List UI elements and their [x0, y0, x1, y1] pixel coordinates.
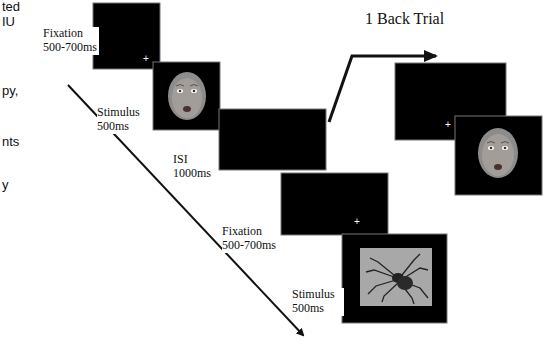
face-image	[478, 128, 518, 178]
fixation-screen	[93, 3, 160, 69]
cropped-slide-text: py,	[2, 84, 18, 99]
stimulus-screen	[342, 234, 447, 323]
fixation-cross: +	[143, 53, 149, 64]
timing-label: Stimulus 500ms	[97, 106, 149, 134]
branch-arrow	[329, 56, 436, 122]
time-arrow	[68, 85, 303, 335]
cropped-slide-text: nts	[2, 135, 19, 150]
cropped-slide-text: IU	[2, 15, 15, 30]
fixation-cross: +	[445, 119, 451, 130]
timing-label: ISI 1000ms	[173, 153, 217, 181]
fixation-cross: +	[354, 216, 360, 227]
stimulus-screen	[153, 62, 220, 130]
spider-image	[360, 248, 432, 306]
timing-label: Stimulus 500ms	[292, 288, 344, 316]
cropped-slide-text: y	[2, 178, 9, 193]
face-image	[168, 72, 206, 120]
isi-screen	[219, 109, 326, 170]
timing-label: Fixation 500-700ms	[43, 27, 99, 55]
branch-title: 1 Back Trial	[365, 10, 444, 28]
cropped-slide-text: ted	[2, 0, 20, 15]
stimulus-screen	[455, 116, 542, 195]
fixation-screen	[281, 173, 388, 235]
timing-label: Fixation 500-700ms	[222, 225, 278, 253]
